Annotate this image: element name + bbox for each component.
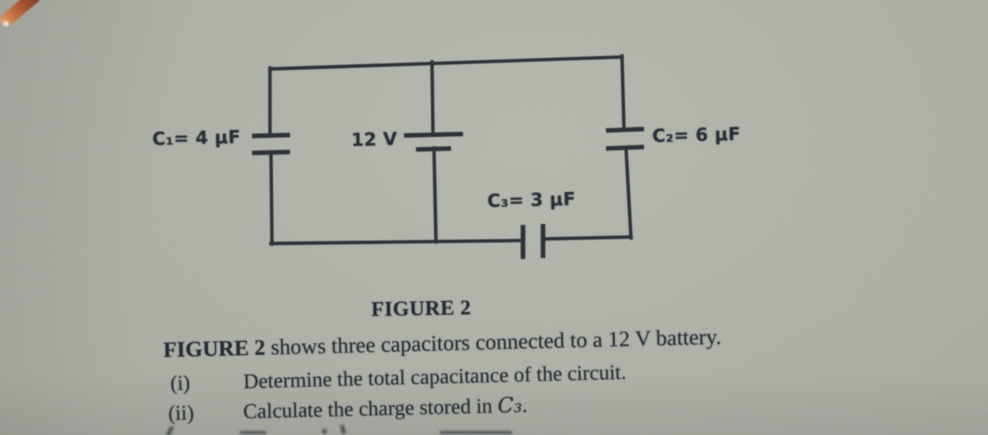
capacitor-c2-symbol — [605, 126, 645, 151]
label-capacitor-c1: C₁= 4 μF — [152, 126, 241, 150]
figure-caption: FIGURE 2 — [371, 295, 472, 321]
battery-symbol — [403, 131, 464, 152]
wire-top — [268, 55, 624, 71]
wire-middle-lower — [432, 146, 438, 244]
wire-right-upper — [620, 54, 626, 131]
wire-right-lower — [624, 146, 633, 240]
capacitor-c1-symbol — [251, 132, 291, 156]
label-capacitor-c2: C₂= 6 μF — [652, 123, 741, 147]
wire-bottom-left — [269, 238, 525, 246]
wire-middle-upper — [430, 60, 435, 135]
item-ii-text: Calculate the charge stored in — [242, 393, 498, 424]
label-battery-voltage: 12 V — [351, 128, 398, 151]
text-remnant — [240, 431, 266, 434]
wire-left-lower — [269, 151, 274, 246]
item-ii-period: . — [521, 392, 528, 417]
capacitor-c3-symbol — [520, 224, 546, 259]
item-ii-marker: (ii) — [168, 400, 195, 425]
item-i-marker: (i) — [170, 370, 191, 395]
text-remnant — [322, 429, 327, 434]
wire-bottom-right — [541, 235, 633, 241]
text-remnant — [440, 431, 512, 434]
item-ii-c3-symbol: C₃ — [497, 392, 523, 418]
label-capacitor-c3: C₃= 3 μF — [487, 188, 576, 212]
problem-intro-figure-ref: FIGURE 2 — [163, 334, 266, 362]
